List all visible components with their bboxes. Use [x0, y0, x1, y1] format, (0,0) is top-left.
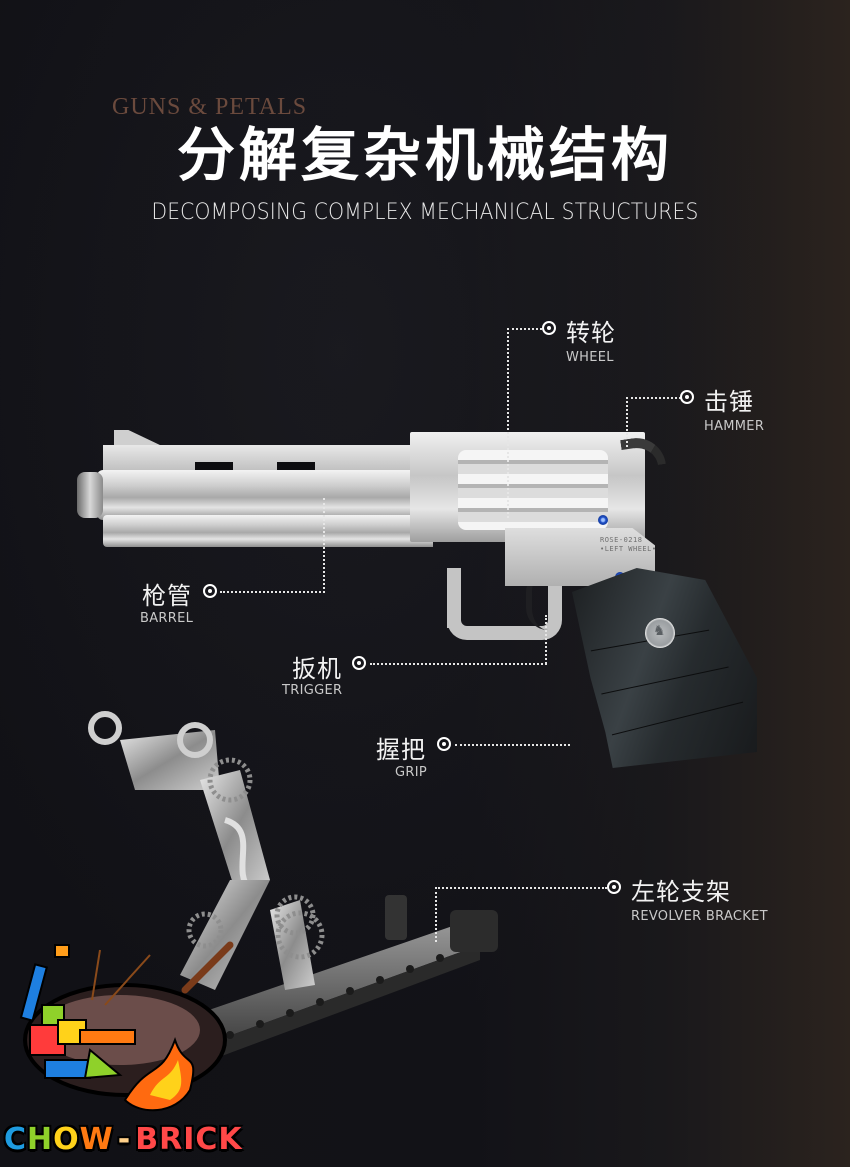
page-title: 分解复杂机械结构: [176, 121, 673, 189]
grip-label-cn: 握把: [376, 736, 426, 764]
logo-letter: W: [79, 1122, 114, 1157]
trigger-leader-line: [545, 615, 547, 664]
logo-letter: O: [53, 1122, 80, 1157]
barrel-label-en: BARREL: [140, 611, 194, 626]
logo-letter: K: [218, 1122, 243, 1157]
trigger-label-en: TRIGGER: [282, 683, 343, 698]
logo-dash: -: [117, 1122, 132, 1157]
trigger-leader-line: [370, 663, 547, 665]
bracket-callout-dot[interactable]: [607, 880, 621, 894]
bracket-label-cn: 左轮支架: [631, 878, 731, 906]
logo-letter: B: [135, 1122, 160, 1157]
hammer-label-cn: 击锤: [704, 388, 754, 416]
bracket-label-en: REVOLVER BRACKET: [631, 909, 768, 924]
barrel-leader-line: [220, 591, 325, 593]
chow-brick-logo: CHOW-BRICK: [4, 1122, 243, 1157]
logo-letter: C: [4, 1122, 28, 1157]
logo-letter: H: [27, 1122, 54, 1157]
brand-watermark: GUNS & PETALS: [112, 94, 308, 120]
grip-callout-dot[interactable]: [437, 737, 451, 751]
bracket-leader-line: [435, 887, 607, 889]
hammer-leader-line: [626, 397, 628, 447]
wheel-label-en: WHEEL: [566, 350, 614, 365]
wheel-leader-line: [507, 328, 542, 330]
hammer-callout-dot[interactable]: [680, 390, 694, 404]
logo-letter: C: [195, 1122, 219, 1157]
barrel-label-cn: 枪管: [142, 582, 192, 610]
wok-logo-icon: [19, 941, 234, 1112]
trigger-label-cn: 扳机: [292, 655, 342, 683]
hammer-leader-line: [626, 397, 681, 399]
trigger-callout-dot[interactable]: [352, 656, 366, 670]
logo-letter: R: [159, 1122, 184, 1157]
wheel-callout-dot[interactable]: [542, 321, 556, 335]
barrel-leader-line: [323, 498, 325, 593]
grip-leader-line: [455, 744, 570, 746]
hammer-label-en: HAMMER: [704, 419, 765, 434]
logo-letter: I: [183, 1122, 196, 1157]
bracket-leader-line: [435, 887, 437, 942]
wheel-leader-line: [507, 328, 509, 518]
page-subtitle: DECOMPOSING COMPLEX MECHANICAL STRUCTURE…: [151, 200, 699, 225]
barrel-callout-dot[interactable]: [203, 584, 217, 598]
wheel-label-cn: 转轮: [566, 319, 616, 347]
grip-label-en: GRIP: [395, 765, 427, 780]
